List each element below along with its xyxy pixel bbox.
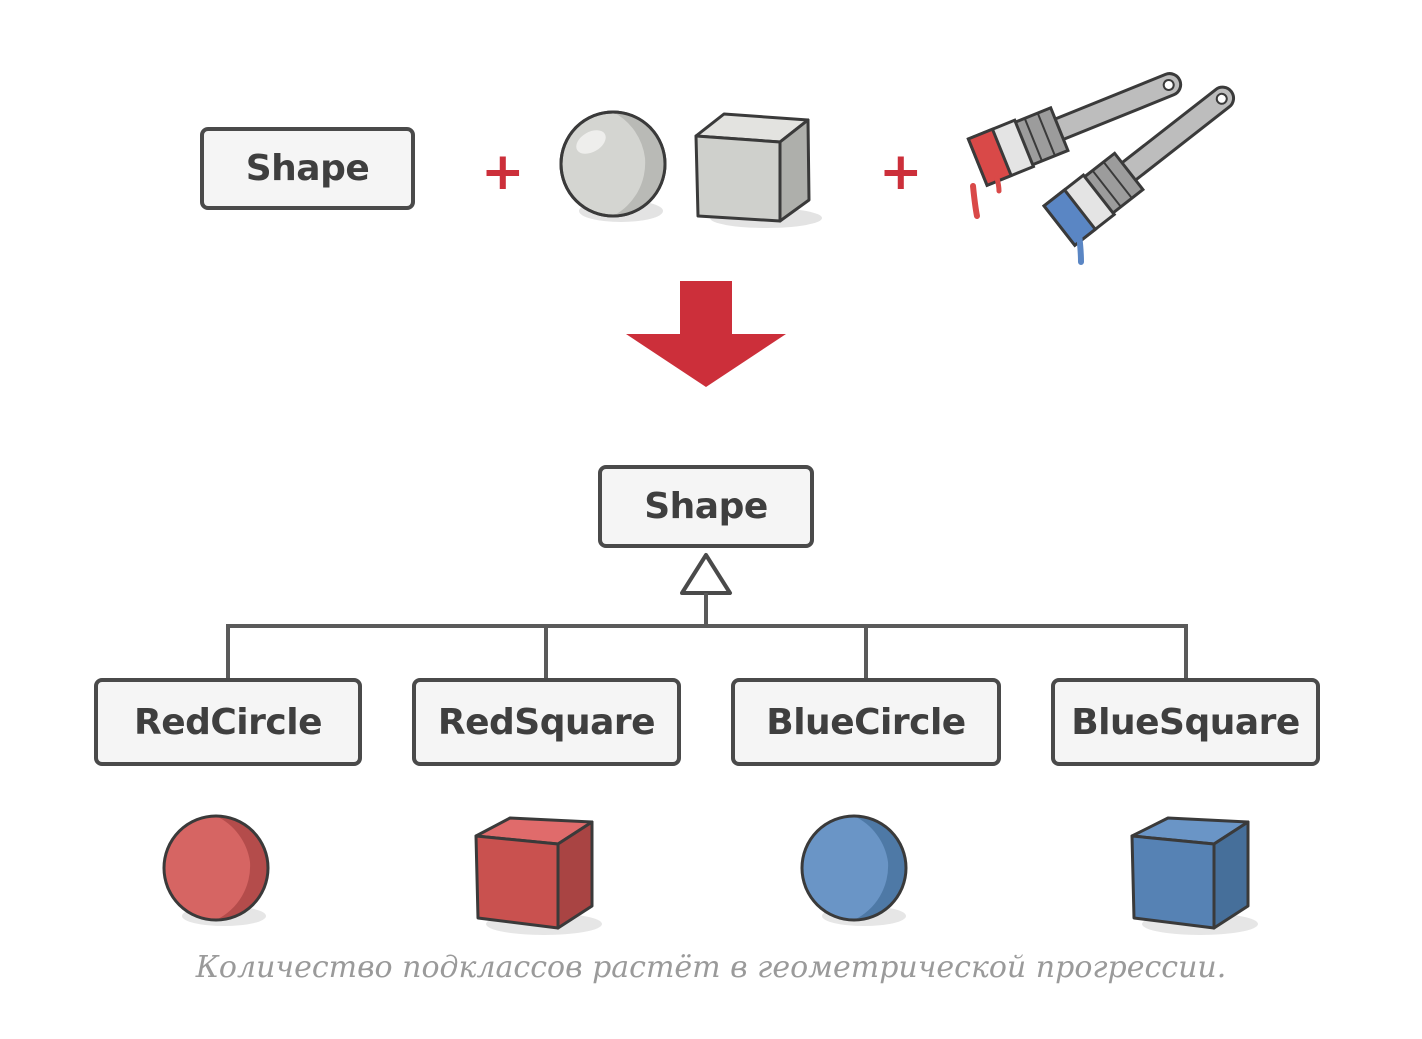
blue-cube-icon	[1130, 816, 1258, 935]
shape-class-box-top: Shape	[200, 127, 415, 210]
bluecircle-class-label: BlueCircle	[766, 701, 966, 743]
inheritance-arrowhead-icon	[680, 553, 732, 595]
bluecircle-class-box: BlueCircle	[731, 678, 1001, 766]
blue-sphere-icon	[800, 814, 908, 926]
shape-class-box-parent: Shape	[598, 465, 814, 548]
redsquare-class-label: RedSquare	[437, 701, 656, 743]
bluesquare-class-box: BlueSquare	[1051, 678, 1320, 766]
shape-class-label-top: Shape	[245, 148, 370, 189]
figure-caption: Количество подклассов растёт в геометрич…	[195, 950, 1227, 985]
shape-class-label-parent: Shape	[644, 486, 768, 527]
grey-sphere-icon	[559, 110, 667, 222]
red-cube-icon	[474, 816, 602, 935]
bluesquare-class-label: BlueSquare	[1071, 701, 1300, 743]
redcircle-class-label: RedCircle	[133, 701, 323, 743]
inheritance-connectors	[226, 553, 1188, 680]
redsquare-class-box: RedSquare	[412, 678, 681, 766]
down-arrow-icon	[626, 281, 786, 387]
redcircle-class-box: RedCircle	[94, 678, 362, 766]
paint-brushes-icon	[966, 72, 1236, 265]
plus-sign-1: +	[481, 142, 525, 202]
red-sphere-icon	[162, 814, 270, 926]
plus-sign-2: +	[879, 142, 923, 202]
grey-cube-icon	[694, 112, 822, 228]
